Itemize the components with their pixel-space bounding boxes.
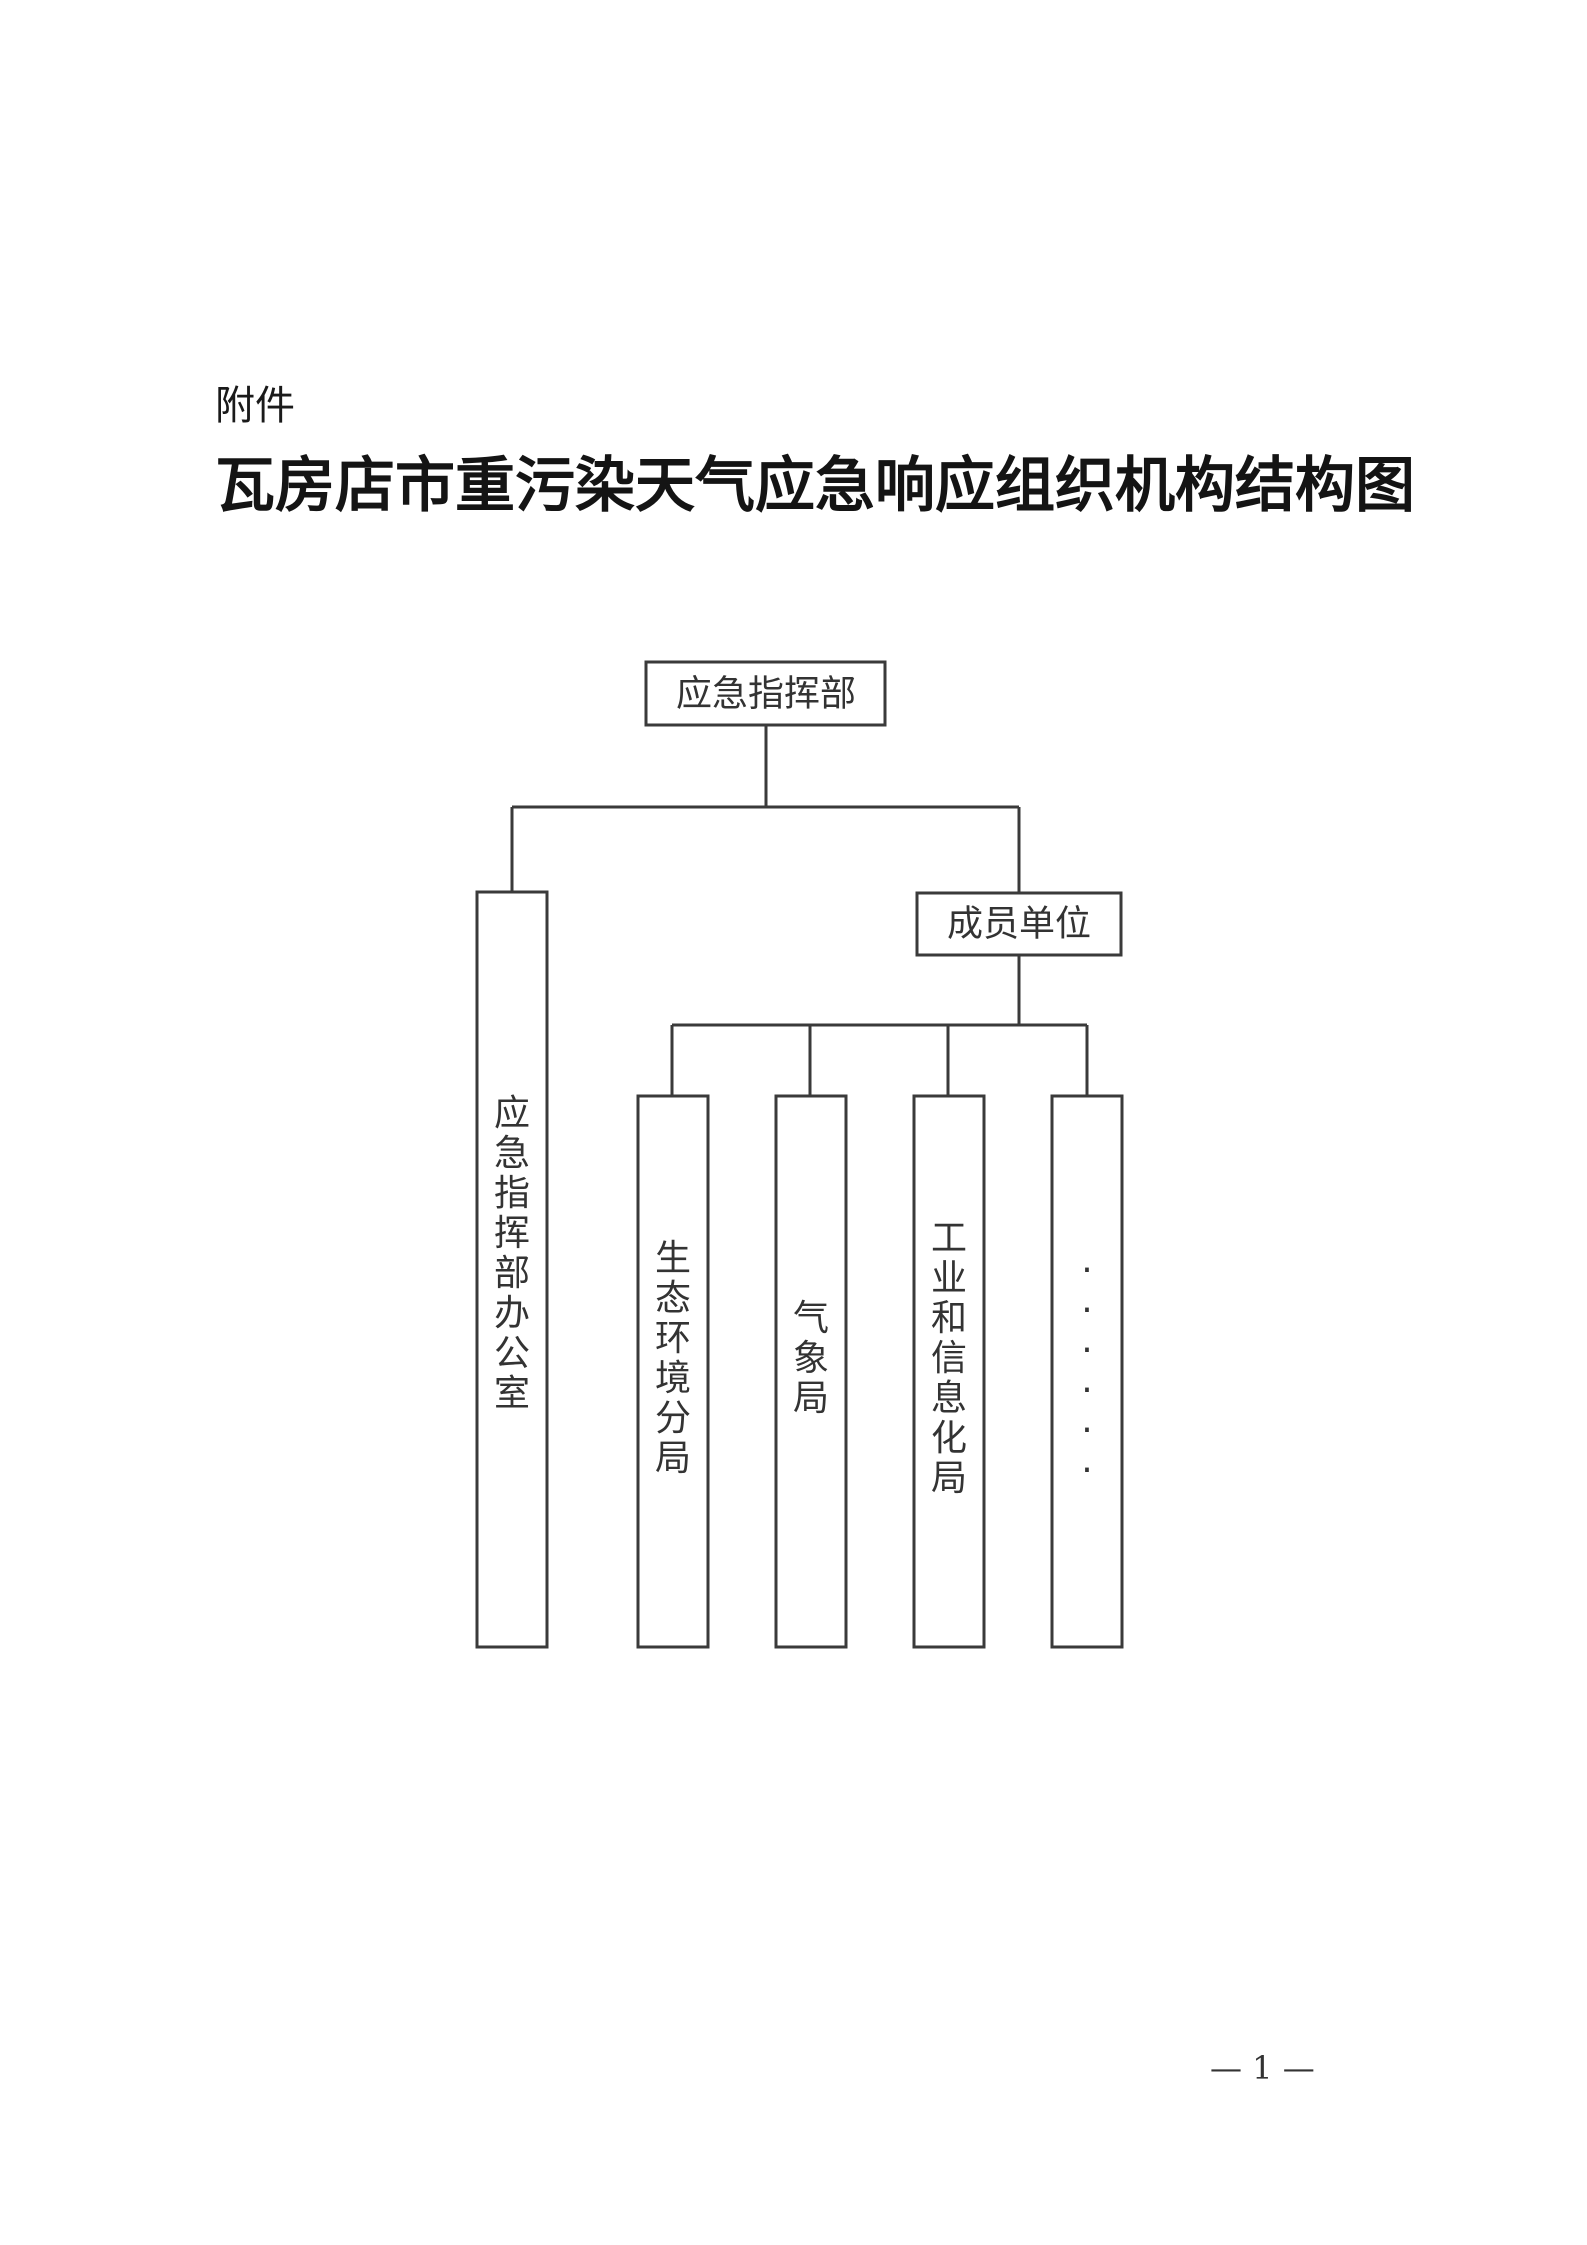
node-member-1: 生态环境分局 <box>636 1094 710 1649</box>
node-office-label: 应急指挥部办公室 <box>494 1093 530 1414</box>
node-member-4-box <box>1050 1094 1124 1649</box>
vertical-char: · <box>1081 1370 1092 1411</box>
vertical-char: · <box>1081 1450 1092 1491</box>
vertical-char: 室 <box>494 1373 530 1414</box>
vertical-char: 信 <box>931 1338 967 1379</box>
vertical-char: 局 <box>931 1458 967 1499</box>
node-office-box <box>475 890 549 1649</box>
vertical-char: · <box>1081 1330 1092 1371</box>
node-member-2-label: 气象局 <box>793 1298 829 1419</box>
vertical-char: 环 <box>655 1318 691 1359</box>
vertical-char: 指 <box>494 1173 530 1214</box>
node-office: 应急指挥部办公室 <box>475 890 549 1649</box>
node-member-group-label: 成员单位 <box>947 904 1091 945</box>
vertical-char: 局 <box>793 1378 829 1419</box>
attachment-label: 附件 <box>215 383 295 429</box>
vertical-char: 生 <box>655 1238 691 1279</box>
vertical-char: · <box>1081 1290 1092 1331</box>
node-member-4-label: ······ <box>1081 1250 1092 1491</box>
node-root-box <box>644 660 887 727</box>
vertical-char: 部 <box>494 1253 530 1294</box>
vertical-char: 态 <box>655 1278 691 1319</box>
vertical-char: · <box>1081 1250 1092 1291</box>
vertical-char: 息 <box>931 1378 967 1419</box>
vertical-char: · <box>1081 1410 1092 1451</box>
vertical-char: 业 <box>931 1258 967 1299</box>
node-root: 应急指挥部 <box>644 660 887 727</box>
node-member-1-box <box>636 1094 710 1649</box>
node-member-4: ······ <box>1050 1094 1124 1649</box>
node-member-3-box <box>912 1094 986 1649</box>
vertical-char: 工 <box>931 1218 967 1259</box>
vertical-char: 挥 <box>494 1213 530 1254</box>
document-title: 瓦房店市重污染天气应急响应组织机构结构图 <box>215 451 1415 521</box>
vertical-char: 公 <box>494 1333 530 1374</box>
vertical-char: 境 <box>655 1358 691 1399</box>
node-root-label: 应急指挥部 <box>676 674 856 715</box>
vertical-char: 应 <box>494 1093 530 1134</box>
node-member-2-box <box>774 1094 848 1649</box>
vertical-char: 气 <box>793 1298 829 1339</box>
node-member-3-label: 工业和信息化局 <box>931 1218 967 1499</box>
vertical-char: 象 <box>793 1338 829 1379</box>
node-member-group: 成员单位 <box>915 891 1123 957</box>
vertical-char: 化 <box>931 1418 967 1459</box>
node-member-group-box <box>915 891 1123 957</box>
vertical-char: 急 <box>494 1133 530 1174</box>
page-number: — 1 — <box>1210 2049 1315 2087</box>
vertical-char: 分 <box>655 1398 691 1439</box>
vertical-char: 办 <box>494 1293 530 1334</box>
vertical-char: 局 <box>655 1438 691 1479</box>
org-chart-connectors <box>510 725 1089 1096</box>
vertical-char: 和 <box>931 1298 967 1339</box>
node-member-3: 工业和信息化局 <box>912 1094 986 1649</box>
node-member-1-label: 生态环境分局 <box>655 1238 691 1479</box>
node-member-2: 气象局 <box>774 1094 848 1649</box>
